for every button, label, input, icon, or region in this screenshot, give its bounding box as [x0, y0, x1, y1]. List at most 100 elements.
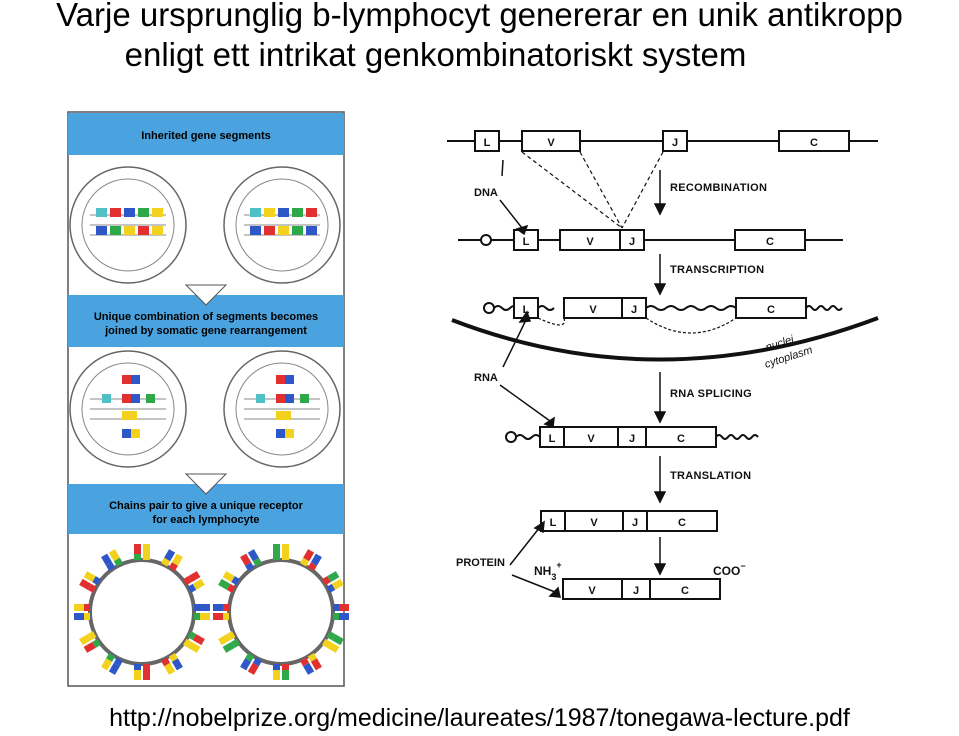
receptor [134, 664, 150, 680]
step-translation: TRANSLATION [670, 470, 751, 482]
gene-segment [250, 226, 261, 235]
receptor-chain [143, 664, 150, 670]
gene-segment [122, 394, 131, 403]
gene-segment [264, 226, 275, 235]
row6-C: C [681, 585, 689, 597]
receptor-chain [282, 670, 289, 680]
protein-label: PROTEIN [456, 557, 505, 569]
gene-segment [96, 226, 107, 235]
receptor-chain [87, 631, 97, 641]
row2-C: C [766, 236, 774, 248]
gene-segment [110, 208, 121, 217]
row5-C: C [678, 517, 686, 529]
receptor-chain [113, 557, 123, 567]
unique-label-line-2: joined by somatic gene rearrangement [104, 325, 307, 337]
receptor-chain [247, 549, 259, 562]
gene-segment [250, 208, 261, 217]
receptor-chain [84, 613, 90, 620]
receptor-chain [213, 604, 223, 611]
receptor-chain [87, 583, 97, 593]
row5-V: V [590, 517, 598, 529]
receptor-chain [183, 638, 192, 648]
receptor-chain [282, 664, 289, 670]
row2-L: L [523, 236, 530, 248]
receptor-chain [74, 604, 84, 611]
gene-segment [300, 394, 309, 403]
chains-label-line-1: Chains pair to give a unique receptor [109, 500, 303, 512]
dna-label: DNA [474, 187, 498, 199]
step-recombination: RECOMBINATION [670, 182, 767, 194]
receptor-chain [273, 544, 280, 554]
gene-segment [110, 226, 121, 235]
receptor-chain [92, 638, 101, 648]
source-url[interactable]: http://nobelprize.org/medicine/laureates… [109, 704, 850, 732]
receptor-chain [273, 664, 280, 670]
gene-segment [285, 429, 294, 438]
row6-V: V [588, 585, 596, 597]
receptor-chain [331, 578, 344, 590]
inherited-banner [68, 113, 344, 155]
receptor-chain [83, 641, 96, 653]
gene-segment [131, 429, 140, 438]
receptor-chain [273, 670, 280, 680]
receptor [218, 631, 240, 653]
receptor-chain [106, 653, 116, 662]
row5-J: J [632, 517, 638, 529]
receptor [300, 653, 322, 675]
receptor-chain [273, 554, 280, 560]
receptor [300, 549, 322, 571]
receptor [194, 604, 210, 620]
row4-V: V [587, 433, 595, 445]
gene-segment [278, 226, 289, 235]
receptor-chain [282, 544, 289, 554]
row1-C: C [810, 137, 818, 149]
receptor-chain [143, 670, 150, 680]
inherited-label: Inherited gene segments [141, 130, 271, 142]
receptor-chain [200, 604, 210, 611]
receptor-chain [252, 557, 262, 567]
receptor-chain [188, 571, 201, 583]
receptor-chain [188, 641, 201, 653]
receptor-chain [101, 658, 113, 671]
row5-L: L [550, 517, 557, 529]
receptor-chain [92, 576, 101, 586]
receptor-chain [161, 657, 171, 667]
receptor-chain [226, 631, 236, 641]
receptor-chain [101, 553, 113, 566]
gene-segment [131, 375, 140, 384]
lymphocyte-1 [227, 558, 335, 666]
gene-segment [276, 394, 285, 403]
row4-C: C [677, 433, 685, 445]
receptor-chain [252, 657, 262, 667]
receptor-chain [240, 658, 252, 671]
receptor-chain [327, 571, 340, 583]
receptor-chain [222, 641, 235, 653]
unique-label-line-1: Unique combination of segments becomes [94, 311, 318, 323]
gene-segment [278, 208, 289, 217]
receptor [213, 604, 229, 620]
receptor-chain [303, 549, 315, 562]
receptor-chain [108, 662, 120, 675]
receptor-chain [327, 641, 340, 653]
gene-segment [306, 208, 317, 217]
gene-segment [264, 208, 275, 217]
row1-V: V [547, 137, 555, 149]
receptor-chain [310, 553, 322, 566]
gene-segment [292, 208, 303, 217]
receptor-chain [231, 638, 240, 648]
step-rna-splicing: RNA SPLICING [670, 388, 752, 400]
receptor-chain [307, 653, 317, 662]
chains-label-line-2: for each lymphocyte [153, 514, 260, 526]
gene-segment [102, 394, 111, 403]
gene-segment [96, 208, 107, 217]
receptor-chain [339, 613, 349, 620]
receptor-chain [300, 557, 310, 567]
receptor-chain [74, 613, 84, 620]
receptor-chain [194, 613, 200, 620]
receptor-chain [83, 571, 96, 583]
receptor-chain [245, 653, 255, 662]
receptor-chain [326, 631, 336, 641]
receptor-chain [79, 578, 92, 590]
